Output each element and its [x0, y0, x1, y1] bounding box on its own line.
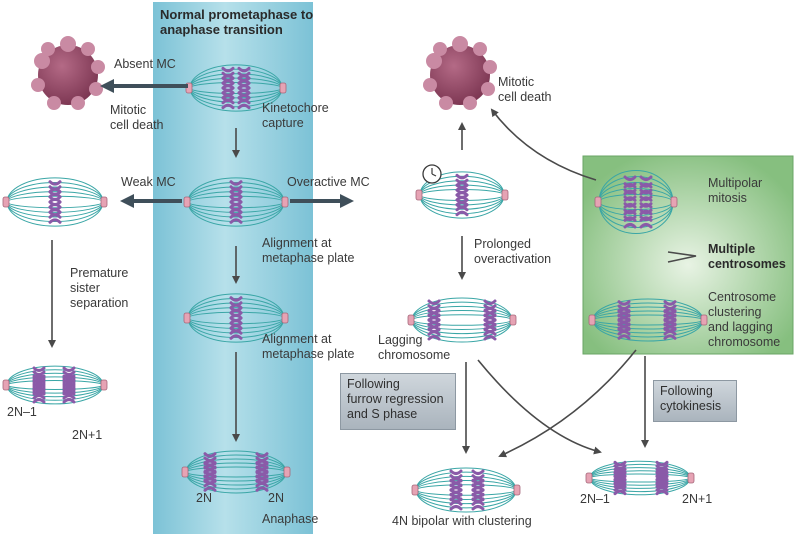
label-overactive-mc: Overactive MC	[287, 175, 370, 189]
dead-cell-right	[423, 36, 497, 110]
spindle-weak-mc	[2, 177, 108, 227]
spindle-alignment-1	[183, 177, 289, 227]
label-alignment-2: Alignment at metaphase plate	[262, 332, 355, 361]
spindle-lagging	[407, 297, 517, 343]
label-left-2n-minus-1: 2N–1	[7, 405, 37, 419]
label-premature-separation: Premature sister separation	[70, 266, 129, 310]
label-right-2n-plus-1: 2N+1	[682, 492, 713, 506]
label-mitotic-cell-death-left: Mitotic cell death	[110, 103, 164, 132]
thin-arrows	[48, 108, 697, 458]
spindle-4n-bipolar	[411, 467, 521, 513]
label-anaphase-2n-left: 2N	[196, 491, 212, 505]
spindle-anaphase	[181, 450, 291, 494]
dead-cell-left	[31, 36, 105, 110]
spindle-overactive	[415, 171, 509, 219]
spindle-premature	[2, 365, 108, 405]
label-left-2n-plus-1: 2N+1	[72, 428, 103, 442]
label-alignment-1: Alignment at metaphase plate	[262, 236, 355, 265]
label-anaphase: Anaphase	[262, 512, 319, 526]
spindle-alignment-2	[183, 293, 289, 343]
label-centrosome-clustering: Centrosome clustering and lagging chromo…	[708, 290, 781, 349]
label-4n-bipolar: 4N bipolar with clustering	[392, 514, 532, 528]
label-absent-mc: Absent MC	[114, 57, 176, 71]
label-prolonged-overactivation: Prolonged overactivation	[474, 237, 552, 266]
spindle-kinetochore-capture	[185, 64, 287, 112]
label-multiple-centrosomes: Multiple centrosomes	[708, 242, 786, 271]
label-lagging-chromosome: Lagging chromosome	[378, 333, 451, 362]
label-anaphase-2n-right: 2N	[268, 491, 284, 505]
spindle-multipolar	[594, 170, 678, 234]
thick-arrows	[100, 79, 354, 208]
furrow-regression-box: Following furrow regression and S phase	[340, 373, 456, 430]
label-weak-mc: Weak MC	[121, 175, 176, 189]
spindle-right-daughters	[585, 460, 695, 496]
header-line-1: Normal prometaphase to	[160, 7, 314, 22]
label-kinetochore-capture: Kinetochore capture	[262, 101, 329, 130]
label-multipolar-mitosis: Multipolar mitosis	[708, 176, 763, 205]
header-line-2: anaphase transition	[160, 22, 283, 37]
label-right-2n-minus-1: 2N–1	[580, 492, 610, 506]
clock-icon	[422, 164, 442, 184]
spindle-clustering	[588, 298, 708, 342]
label-mitotic-cell-death-right: Mitotic cell death	[498, 75, 552, 104]
cytokinesis-box: Following cytokinesis	[653, 380, 737, 422]
